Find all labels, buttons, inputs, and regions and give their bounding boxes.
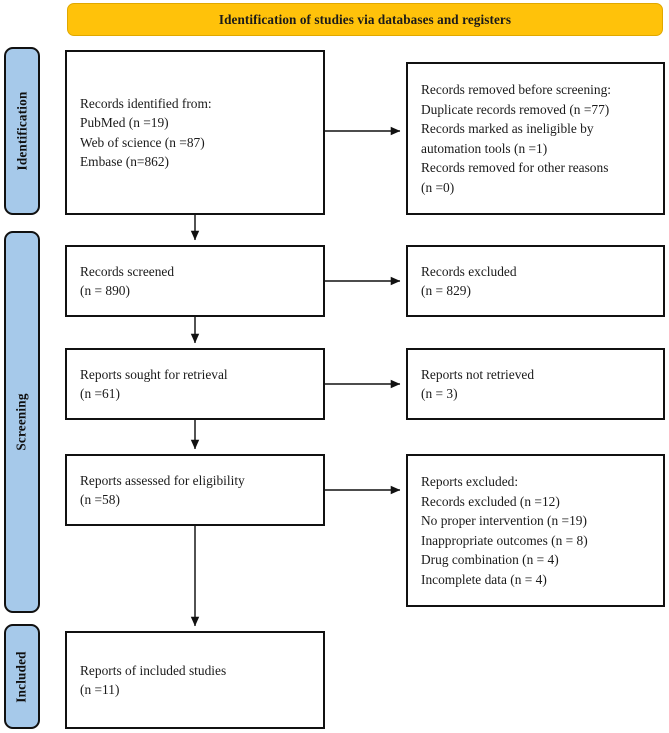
box-line: (n = 829) xyxy=(421,283,471,298)
box-line: (n =58) xyxy=(80,492,120,507)
box-line: (n =11) xyxy=(80,682,120,697)
box-line: PubMed (n =19) xyxy=(80,115,169,130)
box-line: Records screened xyxy=(80,263,175,279)
box-line: Records identified from: xyxy=(80,95,212,111)
box-records-removed-before-screening: Records removed before screening: Duplic… xyxy=(406,62,665,215)
box-line: Inappropriate outcomes (n = 8) xyxy=(421,532,588,548)
phase-label-identification-text: Identification xyxy=(14,91,29,171)
phase-label-screening: Screening xyxy=(4,231,40,613)
box-records-identified: Records identified from: PubMed (n =19) … xyxy=(65,50,325,215)
box-line: Embase (n=862) xyxy=(80,154,169,169)
diagram-title: Identification of studies via databases … xyxy=(218,11,512,27)
box-reports-sought-for-retrieval: Reports sought for retrieval (n =61) xyxy=(65,348,325,420)
box-line: Reports assessed for eligibility xyxy=(80,472,245,488)
box-line: (n =0) xyxy=(421,179,455,195)
box-records-excluded: Records excluded (n = 829) xyxy=(406,245,665,317)
box-line: Reports not retrieved xyxy=(421,366,535,382)
box-line: Records removed for other reasons xyxy=(421,160,609,175)
box-line: (n =61) xyxy=(80,386,120,401)
phase-label-included-text: Included xyxy=(14,650,30,703)
phase-label-identification: Identification xyxy=(4,47,40,215)
box-reports-assessed-for-eligibility: Reports assessed for eligibility (n =58) xyxy=(65,454,325,526)
box-line: Duplicate records removed (n =77) xyxy=(421,101,610,117)
box-line: Reports sought for retrieval xyxy=(80,366,228,382)
box-reports-of-included-studies: Reports of included studies (n =11) xyxy=(65,631,325,729)
box-line: Reports of included studies xyxy=(80,662,227,678)
box-line: automation tools (n =1) xyxy=(421,140,548,156)
box-line: Incomplete data (n = 4) xyxy=(421,571,547,587)
diagram-header-banner: Identification of studies via databases … xyxy=(67,3,663,36)
box-line: (n = 3) xyxy=(421,386,458,401)
box-line: Drug combination (n = 4) xyxy=(421,552,559,567)
phase-label-screening-text: Screening xyxy=(14,393,29,451)
box-line: Records excluded (n =12) xyxy=(421,493,560,509)
box-reports-excluded-with-reasons: Reports excluded: Records excluded (n =1… xyxy=(406,454,665,607)
box-line: Records removed before screening: xyxy=(421,82,611,97)
box-line: Records marked as ineligible by xyxy=(421,121,594,136)
box-line: Records excluded xyxy=(421,263,517,279)
box-line: Reports excluded: xyxy=(421,474,519,489)
box-reports-not-retrieved: Reports not retrieved (n = 3) xyxy=(406,348,665,420)
phase-label-included: Included xyxy=(4,624,40,729)
box-line: (n = 890) xyxy=(80,283,130,298)
box-records-screened: Records screened (n = 890) xyxy=(65,245,325,317)
box-line: No proper intervention (n =19) xyxy=(421,513,587,528)
box-line: Web of science (n =87) xyxy=(80,134,205,150)
